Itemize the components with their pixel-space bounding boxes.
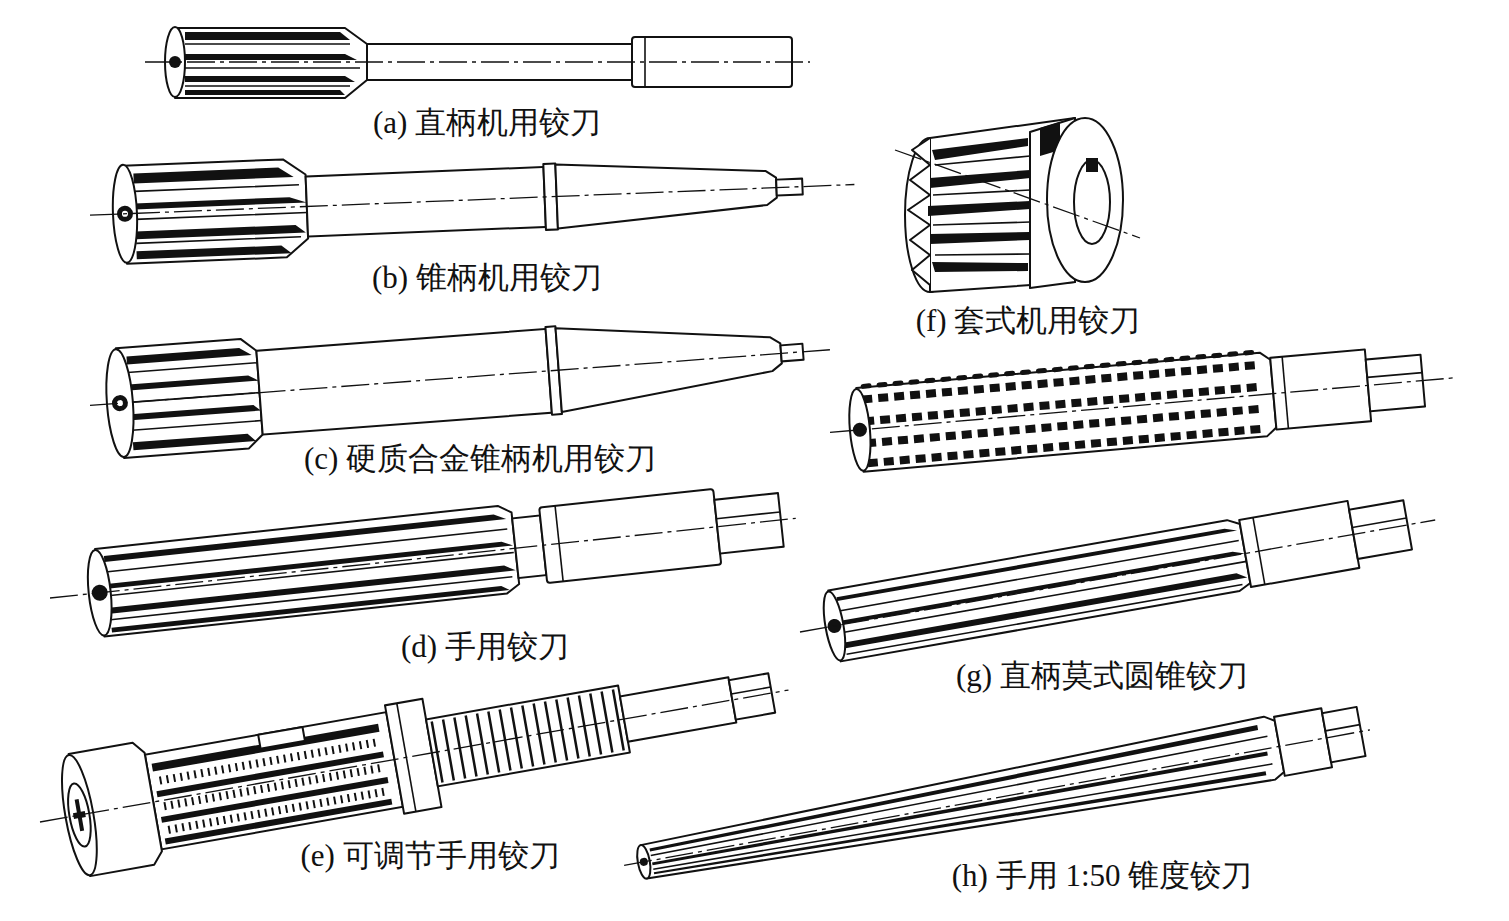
figure-caption: (d) 手用铰刀 — [401, 628, 569, 665]
figure-caption: (a) 直柄机用铰刀 — [373, 104, 601, 141]
figure-caption: (f) 套式机用铰刀 — [916, 302, 1141, 339]
figure-caption: (b) 锥柄机用铰刀 — [372, 259, 602, 296]
figure-caption: (c) 硬质合金锥柄机用铰刀 — [304, 440, 656, 477]
shell-reamer — [895, 118, 1140, 292]
carbide-taper-shank-reamer — [86, 295, 837, 461]
figure-caption: (h) 手用 1:50 锥度铰刀 — [952, 857, 1253, 894]
morse-taper-reamer — [794, 485, 1442, 668]
figure-caption: (e) 可调节手用铰刀 — [300, 837, 559, 874]
taper-shank-reamer — [88, 136, 856, 266]
figure-caption: (g) 直柄莫式圆锥铰刀 — [956, 657, 1248, 694]
roughing-reamer — [826, 335, 1456, 474]
hand-reamer — [45, 475, 800, 642]
taper-pin-reamer — [618, 698, 1375, 897]
straight-shank-reamer — [145, 27, 810, 98]
